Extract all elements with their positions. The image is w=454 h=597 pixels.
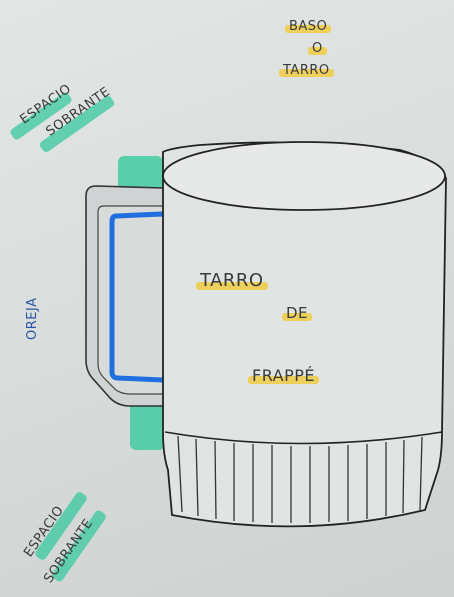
container-label-line1: BASO: [289, 20, 327, 33]
mug-title-line1: TARRO: [200, 272, 264, 290]
mug-rim: [163, 142, 445, 210]
container-label-line2: O: [312, 42, 323, 55]
mug-title-line2: DE: [286, 306, 308, 321]
ear-label: OREJA: [26, 298, 39, 340]
handle-inner: [98, 206, 163, 394]
mug-title-line3: FRAPPÉ: [252, 368, 315, 384]
container-label-line3: TARRO: [283, 64, 330, 77]
